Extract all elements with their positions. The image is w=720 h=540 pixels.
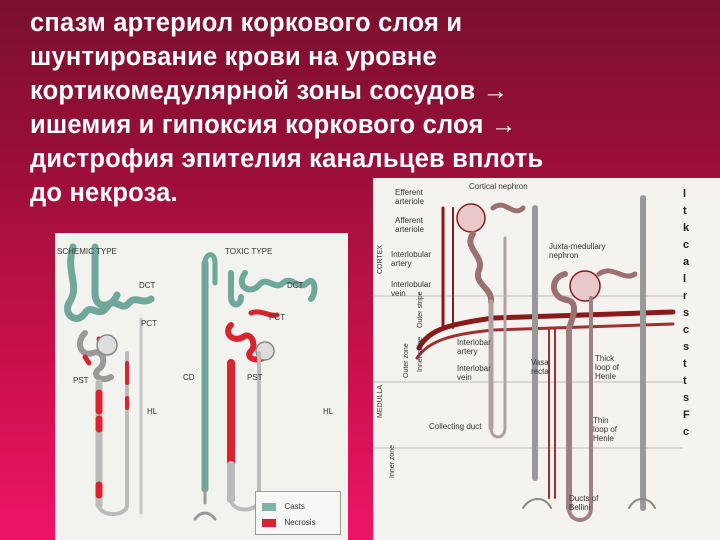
hl-label-right: HL <box>323 407 334 416</box>
tubule-drawing <box>64 243 318 521</box>
legend: Casts Necrosis <box>255 491 341 535</box>
text-line: до некроза. <box>30 179 178 207</box>
edge-char: l <box>683 188 687 200</box>
pst-label-right: PST <box>247 373 263 382</box>
pct-label-left: PCT <box>141 319 157 328</box>
edge-char: t <box>683 375 687 387</box>
outer-stripe-side-label: Outer stripe <box>417 291 424 328</box>
text-line: ишемия и гипоксия коркового слоя → <box>30 111 517 139</box>
legend-item-necrosis: Necrosis <box>262 514 316 532</box>
inner-stripe-side-label: Inner stripe <box>417 336 424 372</box>
right-edge-text: l t k c a l r s c s t t s F c <box>683 186 713 441</box>
cortical-nephron-label: Cortical nephron <box>469 182 528 191</box>
edge-char: F <box>683 409 690 421</box>
inner-zone-side-label: Inner zone <box>389 444 396 478</box>
edge-char: s <box>683 341 690 353</box>
legend-swatch-necrosis <box>262 518 276 527</box>
edge-char: t <box>683 205 687 217</box>
cortex-side-label: CORTEX <box>377 244 384 274</box>
legend-label-necrosis: Necrosis <box>284 518 316 528</box>
text-line: шунтирование крови на уровне <box>30 43 437 71</box>
medulla-side-label: MEDULLA <box>377 384 384 418</box>
edge-char: c <box>683 426 690 438</box>
edge-char: s <box>683 307 690 319</box>
legend-item-casts: Casts <box>262 498 305 516</box>
tubular-necrosis-figure: SCHEMIC TYPE TOXIC TYPE DCT PCT PST HL D… <box>55 233 348 540</box>
outer-zone-side-label: Outer zone <box>403 343 410 378</box>
legend-swatch-casts <box>262 502 276 511</box>
dct-label-right: DCT <box>287 281 304 290</box>
pct-label-right: PCT <box>269 313 285 322</box>
edge-char: s <box>683 392 690 404</box>
nephron-drawing <box>373 195 684 522</box>
ischemic-type-title: SCHEMIC TYPE <box>57 247 117 256</box>
edge-char: t <box>683 358 687 370</box>
edge-char: r <box>683 290 688 302</box>
edge-char: c <box>683 239 690 251</box>
edge-char: k <box>683 222 690 234</box>
hl-label-left: HL <box>147 407 158 416</box>
text-line: дистрофия эпителия канальцев вплоть <box>30 145 544 173</box>
slide-text: спазм артериол коркового слоя и шунтиров… <box>30 6 700 210</box>
legend-label-casts: Casts <box>284 502 305 512</box>
collecting-duct-label: Collecting duct <box>429 422 482 431</box>
edge-char: l <box>683 273 687 285</box>
cd-label: CD <box>183 373 195 382</box>
edge-char: a <box>683 256 690 268</box>
pst-label-left: PST <box>73 376 89 385</box>
toxic-type-title: TOXIC TYPE <box>225 247 273 256</box>
text-line: спазм артериол коркового слоя и <box>30 9 463 37</box>
edge-char: c <box>683 324 690 336</box>
text-line: кортикомедулярной зоны сосудов → <box>30 77 509 105</box>
dct-label-left: DCT <box>139 281 156 290</box>
